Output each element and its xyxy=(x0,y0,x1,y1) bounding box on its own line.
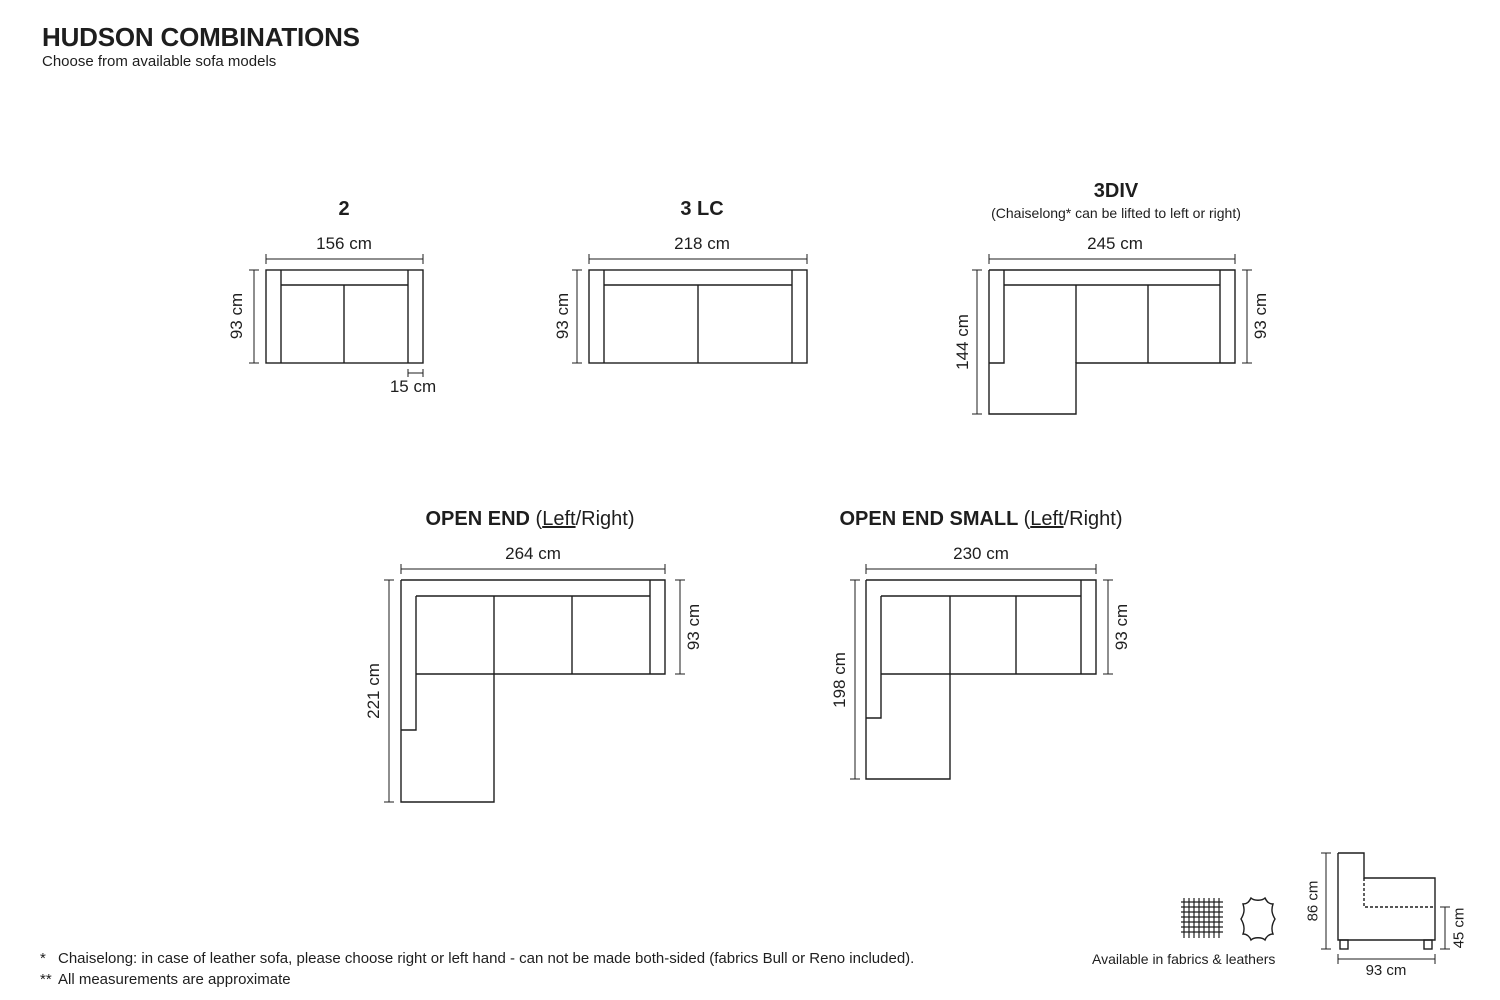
option-right: Right xyxy=(581,508,628,530)
dim-3lc-depth: 93 cm xyxy=(553,292,572,340)
option-left: Left xyxy=(542,508,576,530)
page-subtitle: Choose from available sofa models xyxy=(42,53,277,70)
open-end-drawing xyxy=(400,579,666,803)
fabric-grid-icon xyxy=(1181,898,1223,938)
dim-3div-width: 245 cm xyxy=(1087,234,1143,253)
sofa-3div-drawing xyxy=(988,269,1236,415)
open-end-small-dimension-lines xyxy=(850,564,1113,780)
open-end-title-text: OPEN END xyxy=(425,508,530,530)
dim-open-end-depth-total: 221 cm xyxy=(364,663,383,719)
dim-3lc-width: 218 cm xyxy=(674,234,730,253)
sofa-3div-dimension-lines xyxy=(972,254,1252,415)
option-right: Right xyxy=(1069,508,1116,530)
open-end-small-title: OPEN END SMALL (Left/Right) xyxy=(821,508,1141,531)
footnote-mark: ** xyxy=(40,971,52,988)
footnote-text: Chaiselong: in case of leather sofa, ple… xyxy=(58,950,915,967)
dim-open-end-small-width: 230 cm xyxy=(953,544,1009,563)
open-end-small-options: (Left/Right) xyxy=(1024,508,1123,530)
footnotes: * Chaiselong: in case of leather sofa, pl… xyxy=(40,948,914,990)
footnote-text: All measurements are approximate xyxy=(58,971,291,988)
sofa-3lc-drawing xyxy=(588,269,808,364)
open-end-dimension-lines xyxy=(384,564,685,803)
sofa-3lc-dimension-lines xyxy=(572,254,808,364)
open-end-title: OPEN END (Left/Right) xyxy=(380,508,680,531)
paren-open: ( xyxy=(1023,508,1031,530)
paren-open: ( xyxy=(535,508,543,530)
open-end-small-title-text: OPEN END SMALL xyxy=(839,508,1018,530)
model-3div-note: (Chaiselong* can be lifted to left or ri… xyxy=(991,205,1241,221)
dim-2-arm: 15 cm xyxy=(389,377,437,396)
dim-open-end-small-depth: 93 cm xyxy=(1112,603,1131,651)
dim-3div-depth-total: 144 cm xyxy=(953,314,972,370)
availability-label: Available in fabrics & leathers xyxy=(1092,951,1276,967)
dim-side-height: 86 cm xyxy=(1304,880,1322,922)
dim-3div-depth: 93 cm xyxy=(1251,292,1270,340)
model-3div-title: 3DIV xyxy=(1093,180,1139,202)
side-view-drawing xyxy=(1337,852,1436,950)
slash: / xyxy=(1063,508,1070,530)
open-end-options: (Left/Right) xyxy=(536,508,635,530)
dim-side-seat-height: 45 cm xyxy=(1450,907,1468,949)
leather-hide-icon xyxy=(1240,896,1276,942)
side-view-dimension-lines xyxy=(1321,852,1450,964)
model-2-title: 2 xyxy=(338,198,350,220)
dim-2-width: 156 cm xyxy=(316,234,372,253)
footnote-mark: * xyxy=(40,950,46,967)
slash: / xyxy=(575,508,582,530)
footnote-item: ** All measurements are approximate xyxy=(40,969,914,990)
dim-open-end-small-depth-total: 198 cm xyxy=(830,652,849,708)
option-left: Left xyxy=(1030,508,1064,530)
sofa-2-drawing xyxy=(265,269,424,364)
model-3lc-title: 3 LC xyxy=(680,198,724,220)
footnote-item: * Chaiselong: in case of leather sofa, pl… xyxy=(40,948,914,969)
dim-2-depth: 93 cm xyxy=(227,292,246,340)
sofa-2-dimension-lines xyxy=(249,254,424,377)
dim-open-end-depth: 93 cm xyxy=(684,603,703,651)
dim-open-end-width: 264 cm xyxy=(505,544,561,563)
paren-close: ) xyxy=(627,508,635,530)
dim-side-depth: 93 cm xyxy=(1365,962,1407,979)
page-title: HUDSON COMBINATIONS xyxy=(42,22,360,52)
open-end-small-drawing xyxy=(865,579,1097,780)
paren-close: ) xyxy=(1115,508,1123,530)
